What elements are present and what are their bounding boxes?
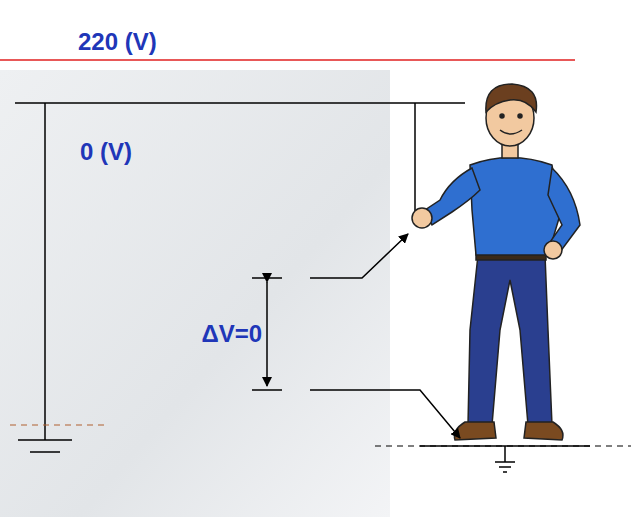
- ground-level: [375, 445, 631, 446]
- voltage-difference-label: ΔV=0: [201, 322, 262, 346]
- ground-level: [10, 424, 105, 425]
- wires: [15, 103, 465, 440]
- ground-symbol: [18, 440, 72, 452]
- ground-symbol: [495, 446, 515, 472]
- person: [412, 84, 580, 440]
- background-panel: [0, 70, 390, 517]
- voltage-label: 220 (V): [78, 30, 157, 54]
- pointer-lines: [252, 234, 460, 438]
- red-line: [0, 59, 575, 61]
- voltage-label: 0 (V): [80, 140, 132, 164]
